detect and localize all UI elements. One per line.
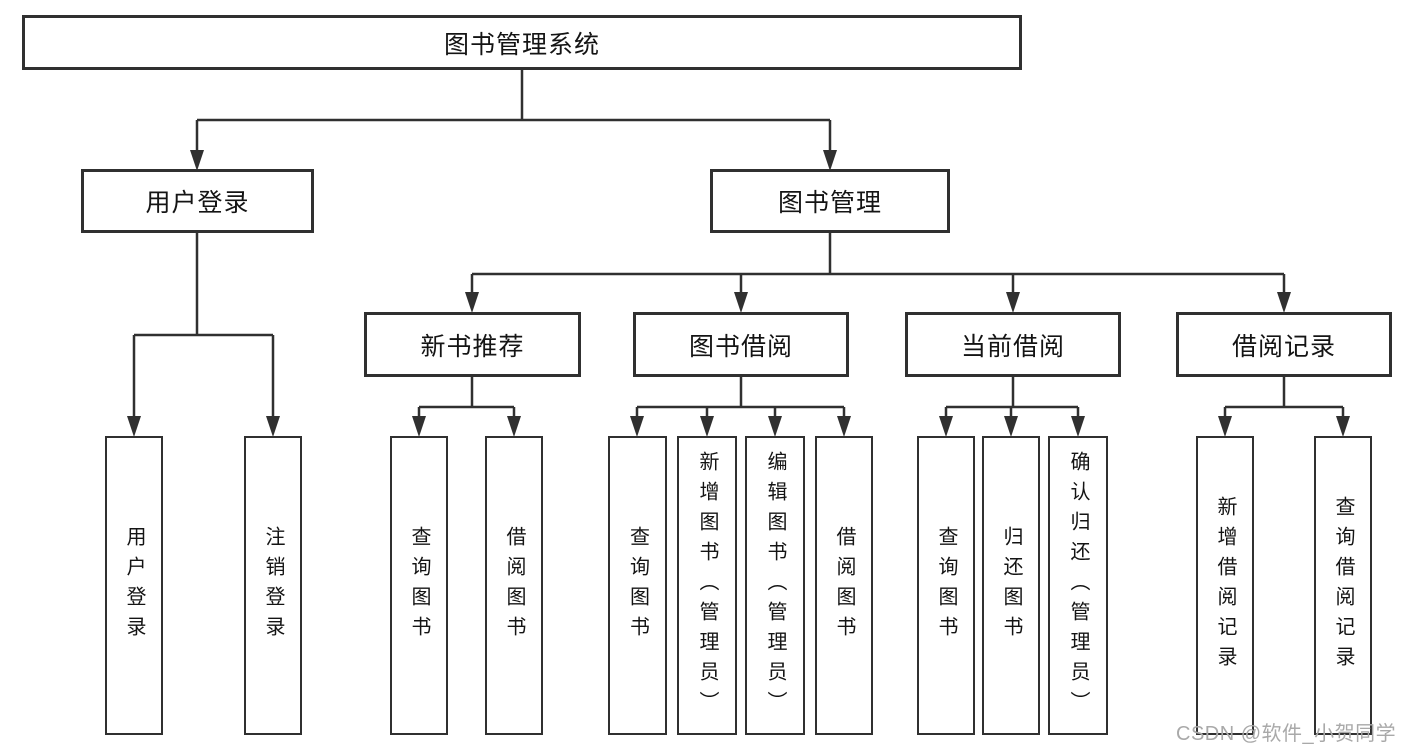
arrowhead [1336, 416, 1350, 437]
node-root: 图书管理系统 [22, 15, 1022, 70]
leaf-logout: 注销登录 [244, 436, 302, 735]
arrowhead [266, 416, 280, 437]
leaf-borrow-add-label: 新增图书（管理员） [696, 450, 718, 721]
leaf-current-query: 查询图书 [917, 436, 975, 735]
node-borrow-records-label: 借阅记录 [1231, 332, 1336, 361]
node-book-borrow: 图书借阅 [633, 312, 849, 377]
leaf-current-confirm: 确认归还（管理员） [1048, 436, 1108, 735]
node-new-books-label: 新书推荐 [420, 332, 525, 361]
leaf-newbooks-query-label: 查询图书 [408, 525, 430, 646]
leaf-user-login-label: 用户登录 [123, 525, 145, 646]
node-current-borrow-label: 当前借阅 [960, 332, 1065, 361]
node-current-borrow: 当前借阅 [905, 312, 1121, 377]
leaf-current-return: 归还图书 [982, 436, 1040, 735]
connector-records-to-leaves [1218, 377, 1350, 437]
arrowhead [823, 150, 837, 171]
arrowhead [412, 416, 426, 437]
arrowhead [1218, 416, 1232, 437]
arrowhead [700, 416, 714, 437]
leaf-records-add: 新增借阅记录 [1196, 436, 1254, 735]
connector-currentborrow-to-leaves [939, 377, 1085, 437]
leaf-current-query-label: 查询图书 [935, 525, 957, 646]
leaf-newbooks-query: 查询图书 [390, 436, 448, 735]
node-book-mgmt: 图书管理 [710, 169, 950, 233]
node-new-books: 新书推荐 [364, 312, 581, 377]
leaf-newbooks-borrow-label: 借阅图书 [503, 525, 525, 646]
arrowhead [190, 150, 204, 171]
leaf-logout-label: 注销登录 [262, 525, 284, 646]
leaf-borrow-query-label: 查询图书 [626, 525, 649, 646]
connector-userlogin-to-leaves [127, 233, 280, 437]
connector-bookborrow-to-leaves [630, 377, 851, 437]
arrowhead [768, 416, 782, 437]
leaf-current-confirm-label: 确认归还（管理员） [1067, 450, 1089, 721]
node-borrow-records: 借阅记录 [1176, 312, 1392, 377]
node-book-borrow-label: 图书借阅 [688, 332, 793, 361]
arrowhead [837, 416, 851, 437]
leaf-borrow-add: 新增图书（管理员） [677, 436, 737, 735]
arrowhead [939, 416, 953, 437]
leaf-records-add-label: 新增借阅记录 [1214, 495, 1236, 676]
node-book-mgmt-label: 图书管理 [777, 189, 882, 217]
arrowhead [507, 416, 521, 437]
leaf-borrow-edit-label: 编辑图书（管理员） [764, 450, 786, 721]
leaf-records-query-label: 查询借阅记录 [1332, 495, 1354, 676]
connector-bookmgmt-to-level3 [465, 233, 1291, 313]
leaf-borrow-query: 查询图书 [608, 436, 667, 735]
arrowhead [127, 416, 141, 437]
node-root-label: 图书管理系统 [443, 30, 600, 59]
connector-newbooks-to-leaves [412, 377, 521, 437]
leaf-borrow-edit: 编辑图书（管理员） [745, 436, 805, 735]
node-user-login: 用户登录 [81, 169, 314, 233]
node-user-login-label: 用户登录 [145, 189, 250, 217]
leaf-current-return-label: 归还图书 [1000, 525, 1022, 646]
leaf-records-query: 查询借阅记录 [1314, 436, 1372, 735]
arrowhead [465, 292, 479, 313]
arrowhead [1277, 292, 1291, 313]
leaf-borrow-borrow-label: 借阅图书 [833, 525, 855, 646]
csdn-watermark: CSDN @软件_小贺同学 [1176, 723, 1397, 745]
arrowhead [1071, 416, 1085, 437]
arrowhead [734, 292, 748, 313]
leaf-user-login: 用户登录 [105, 436, 163, 735]
arrowhead [630, 416, 644, 437]
connector-root-to-level2 [190, 70, 837, 171]
leaf-borrow-borrow: 借阅图书 [815, 436, 873, 735]
leaf-newbooks-borrow: 借阅图书 [485, 436, 543, 735]
arrowhead [1004, 416, 1018, 437]
arrowhead [1006, 292, 1020, 313]
